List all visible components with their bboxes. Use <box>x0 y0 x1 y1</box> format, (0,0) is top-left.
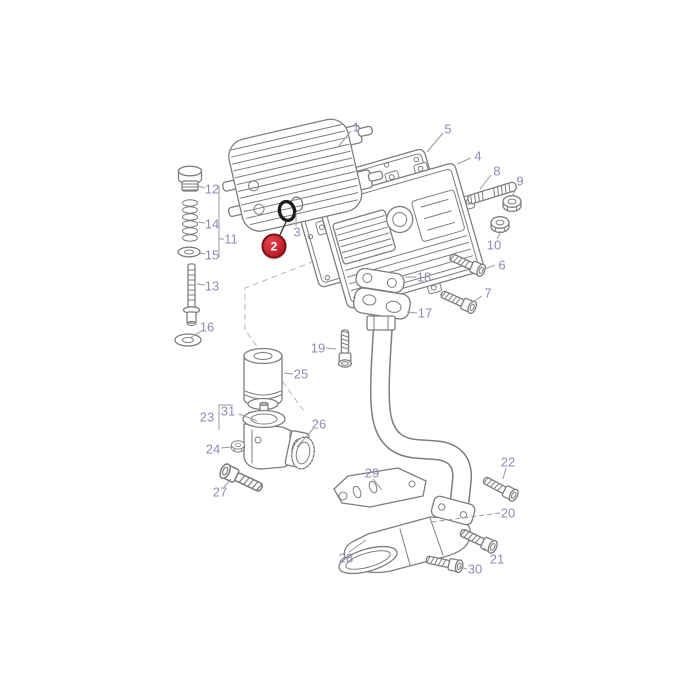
part-label-20[interactable]: 20 <box>500 505 516 521</box>
part-label-23[interactable]: 23 <box>199 409 215 425</box>
part-label-30[interactable]: 30 <box>467 561 483 577</box>
part-label-5[interactable]: 5 <box>444 121 452 137</box>
leader-lines <box>189 130 518 570</box>
part-label-10[interactable]: 10 <box>486 237 502 253</box>
part-label-31[interactable]: 31 <box>220 403 236 419</box>
part-label-25[interactable]: 25 <box>293 366 309 382</box>
suction-bell-drawing <box>338 516 472 575</box>
part-label-7[interactable]: 7 <box>484 285 492 301</box>
part-label-19[interactable]: 19 <box>310 340 326 356</box>
part-label-6[interactable]: 6 <box>498 257 506 273</box>
part-label-21[interactable]: 21 <box>489 551 505 567</box>
part-label-27[interactable]: 27 <box>212 484 228 500</box>
pipe-flange-drawing <box>352 287 411 331</box>
part-label-24[interactable]: 24 <box>205 441 221 457</box>
part-label-12[interactable]: 12 <box>204 181 220 197</box>
part-label-29[interactable]: 29 <box>364 465 380 481</box>
part-label-13[interactable]: 13 <box>204 278 220 294</box>
part-label-9[interactable]: 9 <box>516 173 524 189</box>
part-label-2[interactable]: 2 <box>261 233 287 259</box>
part-label-26[interactable]: 26 <box>311 416 327 432</box>
part-label-18[interactable]: 18 <box>416 269 432 285</box>
oil-filter-drawing <box>243 347 283 411</box>
part-label-1[interactable]: 1 <box>352 119 360 135</box>
oil-cooler-core-drawing <box>222 118 384 232</box>
part-label-3[interactable]: 3 <box>293 224 301 240</box>
relief-valve-parts-drawing <box>174 165 203 347</box>
part-label-15[interactable]: 15 <box>204 247 220 263</box>
part-label-4[interactable]: 4 <box>474 148 482 164</box>
part-label-17[interactable]: 17 <box>417 305 433 321</box>
part-label-14[interactable]: 14 <box>204 216 220 232</box>
o-ring-highlighted-drawing <box>277 199 297 223</box>
part-label-11[interactable]: 11 <box>224 231 238 247</box>
part-label-16[interactable]: 16 <box>199 319 215 335</box>
alignment-lines <box>244 253 334 415</box>
stud-drawing <box>467 181 517 205</box>
part-label-8[interactable]: 8 <box>493 163 501 179</box>
suction-pipe-drawing <box>369 325 473 509</box>
part-label-28[interactable]: 28 <box>338 550 354 566</box>
part-label-22[interactable]: 22 <box>500 454 516 470</box>
